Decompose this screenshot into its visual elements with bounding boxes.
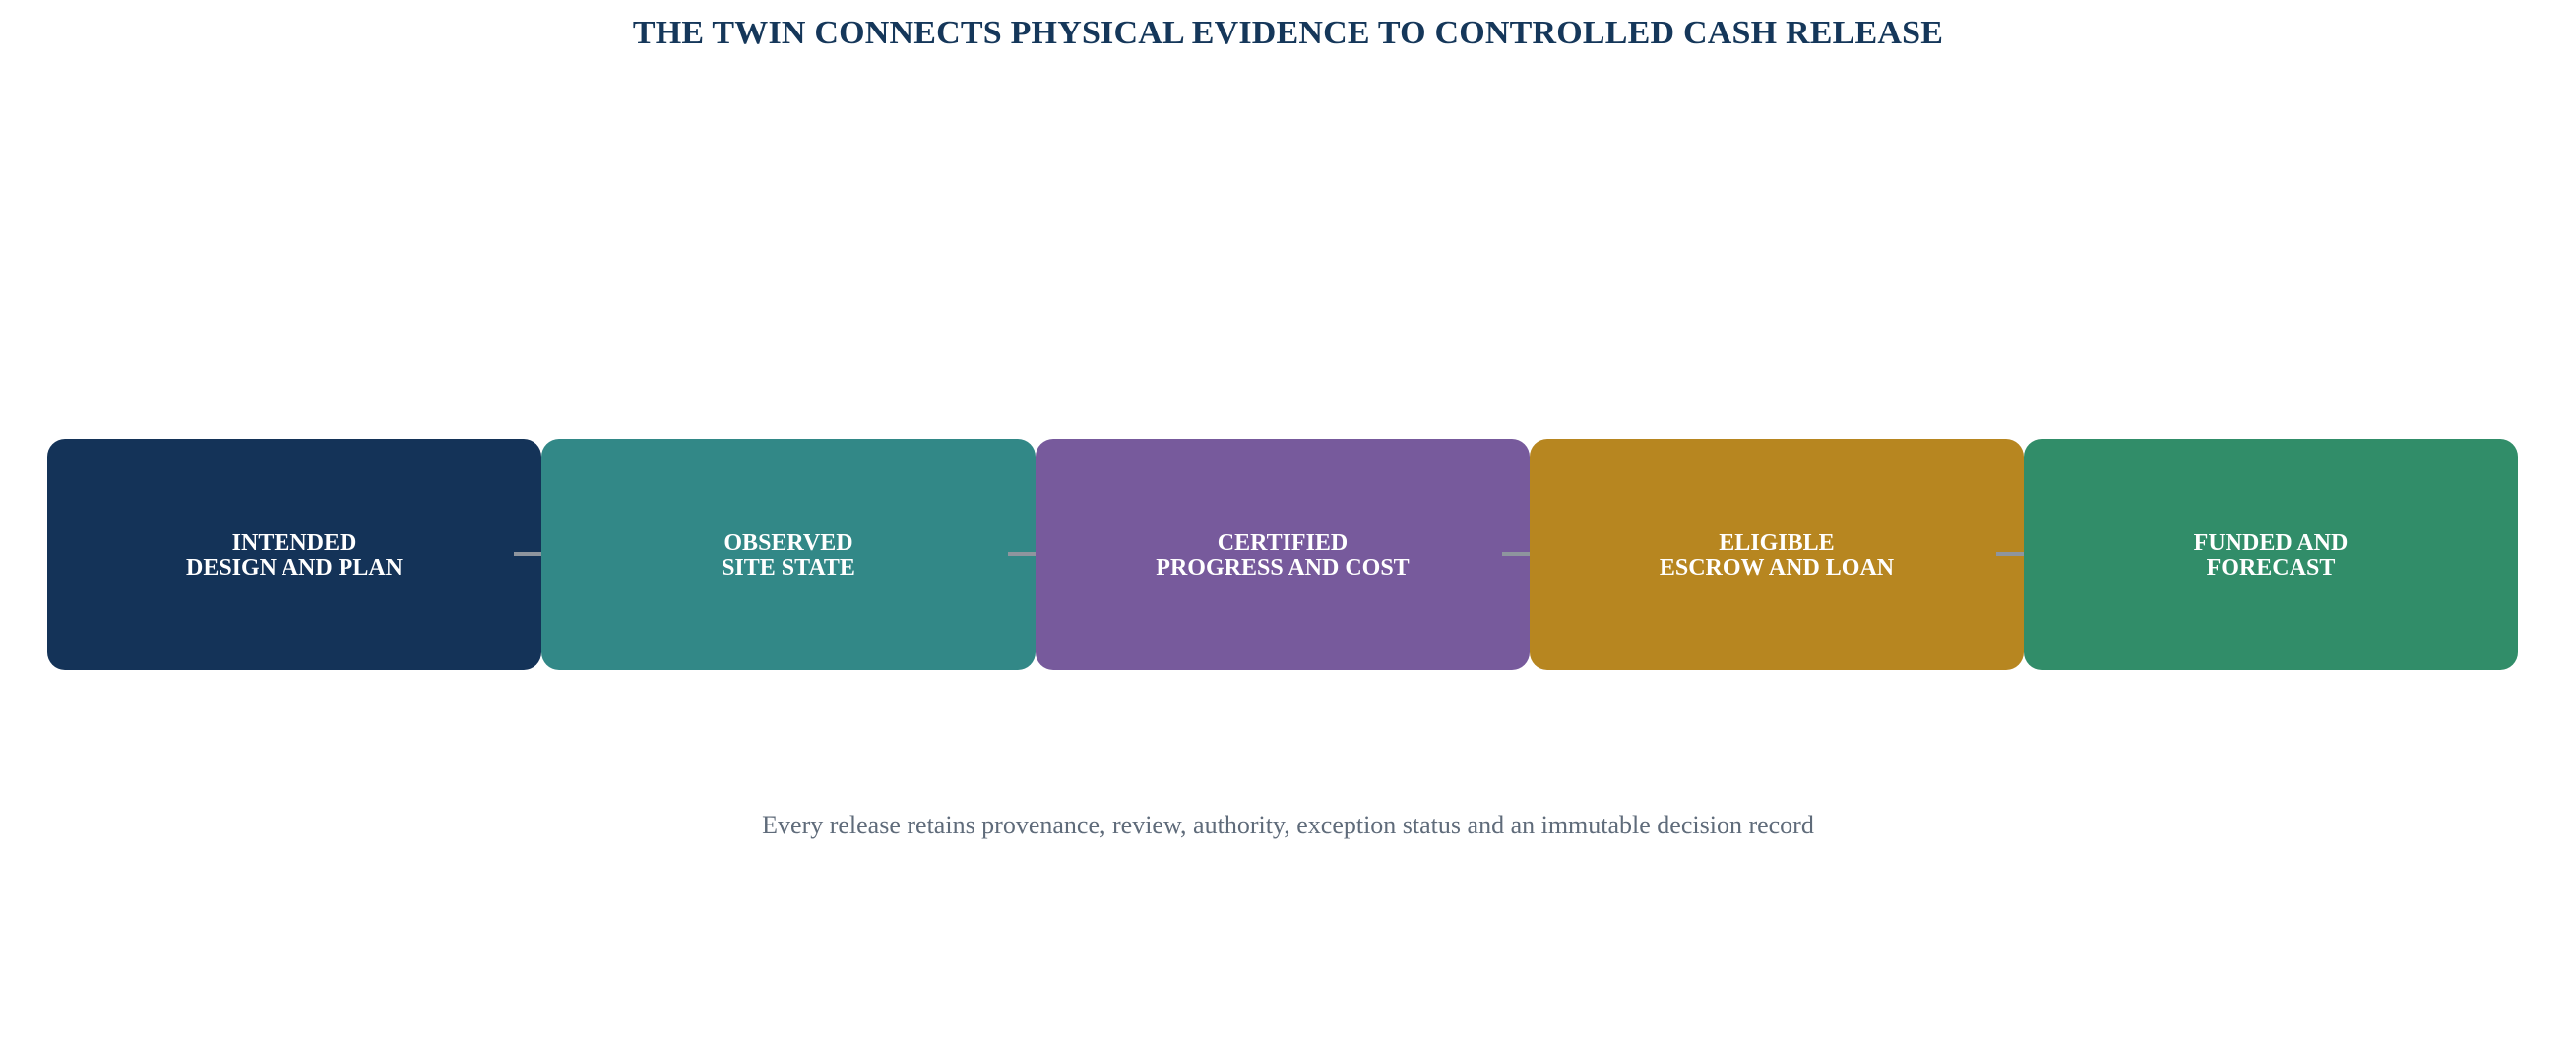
step-label: FUNDED AND FORECAST — [2193, 529, 2349, 581]
step-label: INTENDED DESIGN AND PLAN — [185, 529, 404, 581]
step-label: CERTIFIED PROGRESS AND COST — [1156, 529, 1410, 581]
step-funded-and-forecast: FUNDED AND FORECAST — [2024, 439, 2518, 670]
step-eligible-escrow-and-loan: ELIGIBLE ESCROW AND LOAN — [1530, 439, 2024, 670]
footnote: Every release retains provenance, review… — [762, 811, 1814, 839]
step-certified-progress-and-cost: CERTIFIED PROGRESS AND COST — [1036, 439, 1530, 670]
step-label: OBSERVED SITE STATE — [722, 529, 855, 581]
step-observed-site-state: OBSERVED SITE STATE — [541, 439, 1036, 670]
step-label: ELIGIBLE ESCROW AND LOAN — [1659, 529, 1895, 581]
diagram-title: THE TWIN CONNECTS PHYSICAL EVIDENCE TO C… — [632, 15, 1944, 51]
step-intended-design-and-plan: INTENDED DESIGN AND PLAN — [47, 439, 541, 670]
